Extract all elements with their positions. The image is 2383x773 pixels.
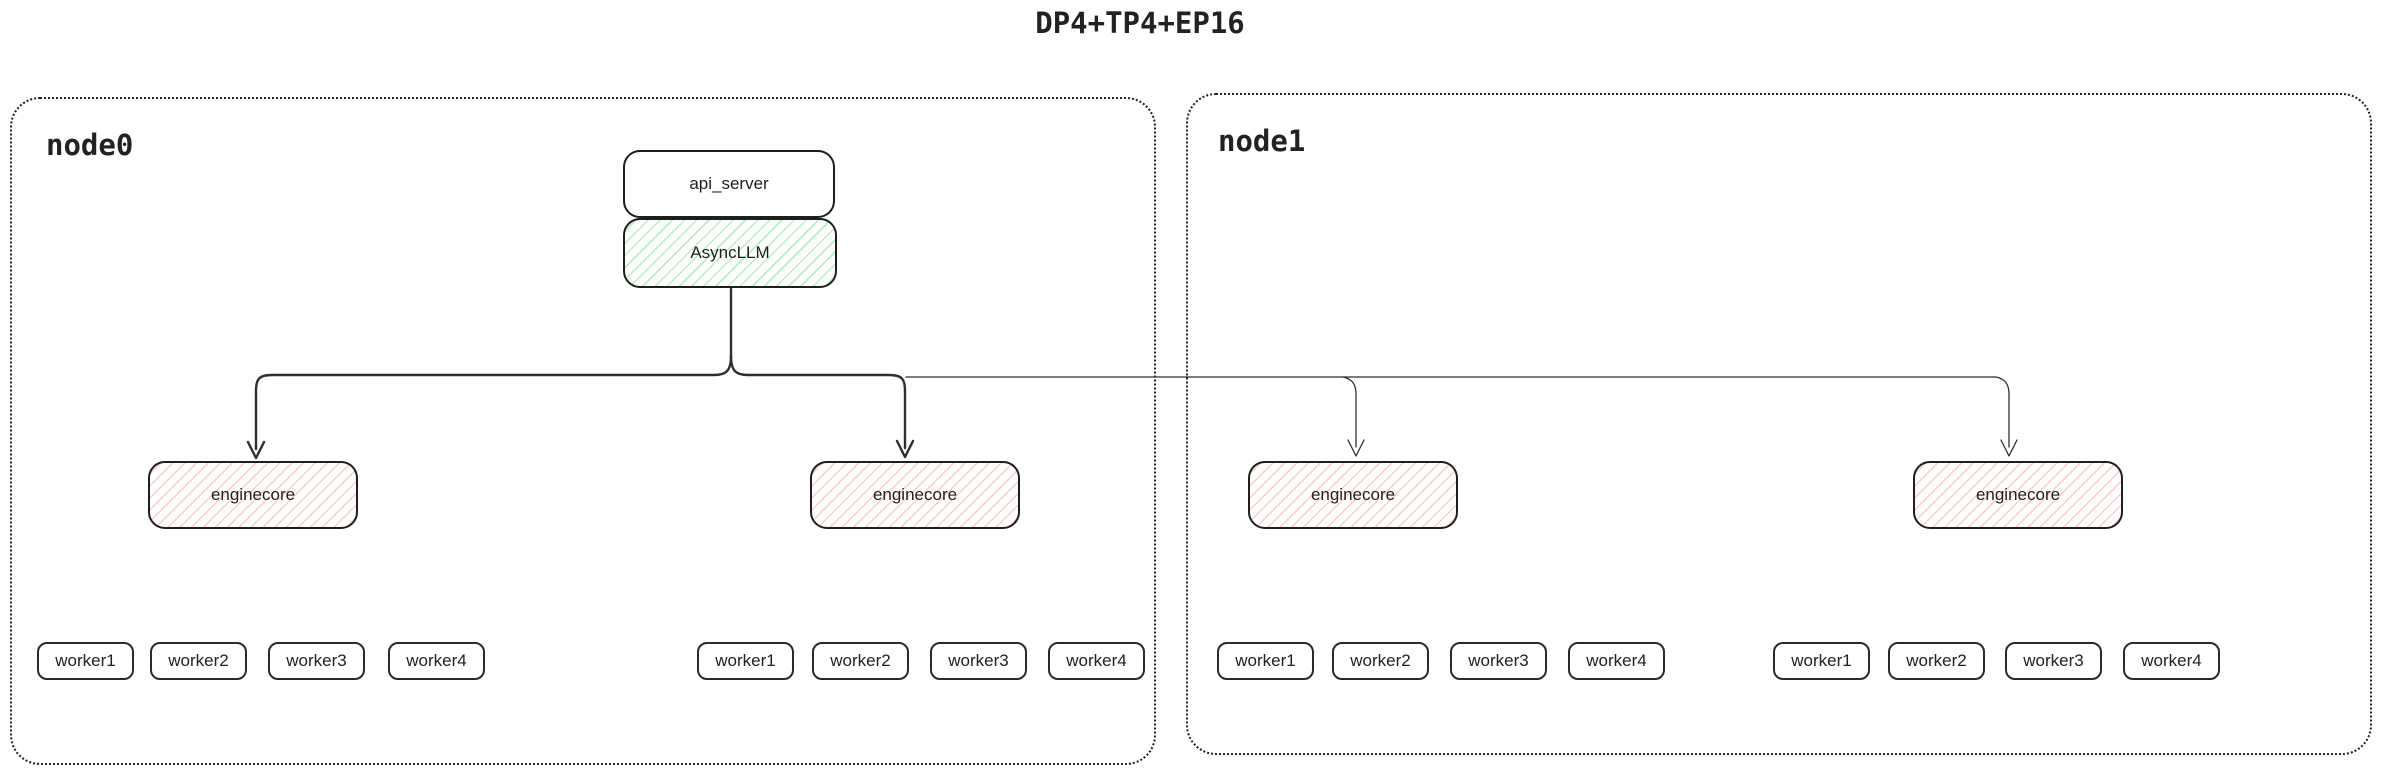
diagram-title: DP4+TP4+EP16 [1035, 6, 1245, 40]
worker-box: worker4 [2123, 642, 2220, 680]
worker-box: worker3 [268, 642, 365, 680]
worker-box: worker2 [812, 642, 909, 680]
node0-container [10, 97, 1156, 765]
api-server-box: api_server [623, 150, 835, 218]
enginecore-box-4: enginecore [1913, 461, 2123, 529]
worker-box: worker1 [1217, 642, 1314, 680]
enginecore-box-1: enginecore [148, 461, 358, 529]
worker-box: worker2 [150, 642, 247, 680]
node0-label: node0 [46, 128, 134, 162]
worker-box: worker1 [37, 642, 134, 680]
worker-box: worker4 [388, 642, 485, 680]
node1-label: node1 [1218, 124, 1306, 158]
asyncllm-box: AsyncLLM [623, 218, 837, 288]
enginecore-box-2: enginecore [810, 461, 1020, 529]
worker-box: worker3 [1450, 642, 1547, 680]
worker-box: worker3 [930, 642, 1027, 680]
worker-box: worker4 [1048, 642, 1145, 680]
worker-box: worker4 [1568, 642, 1665, 680]
worker-box: worker2 [1332, 642, 1429, 680]
worker-box: worker3 [2005, 642, 2102, 680]
worker-box: worker2 [1888, 642, 1985, 680]
worker-box: worker1 [697, 642, 794, 680]
worker-box: worker1 [1773, 642, 1870, 680]
node1-container [1186, 93, 2372, 755]
enginecore-box-3: enginecore [1248, 461, 1458, 529]
